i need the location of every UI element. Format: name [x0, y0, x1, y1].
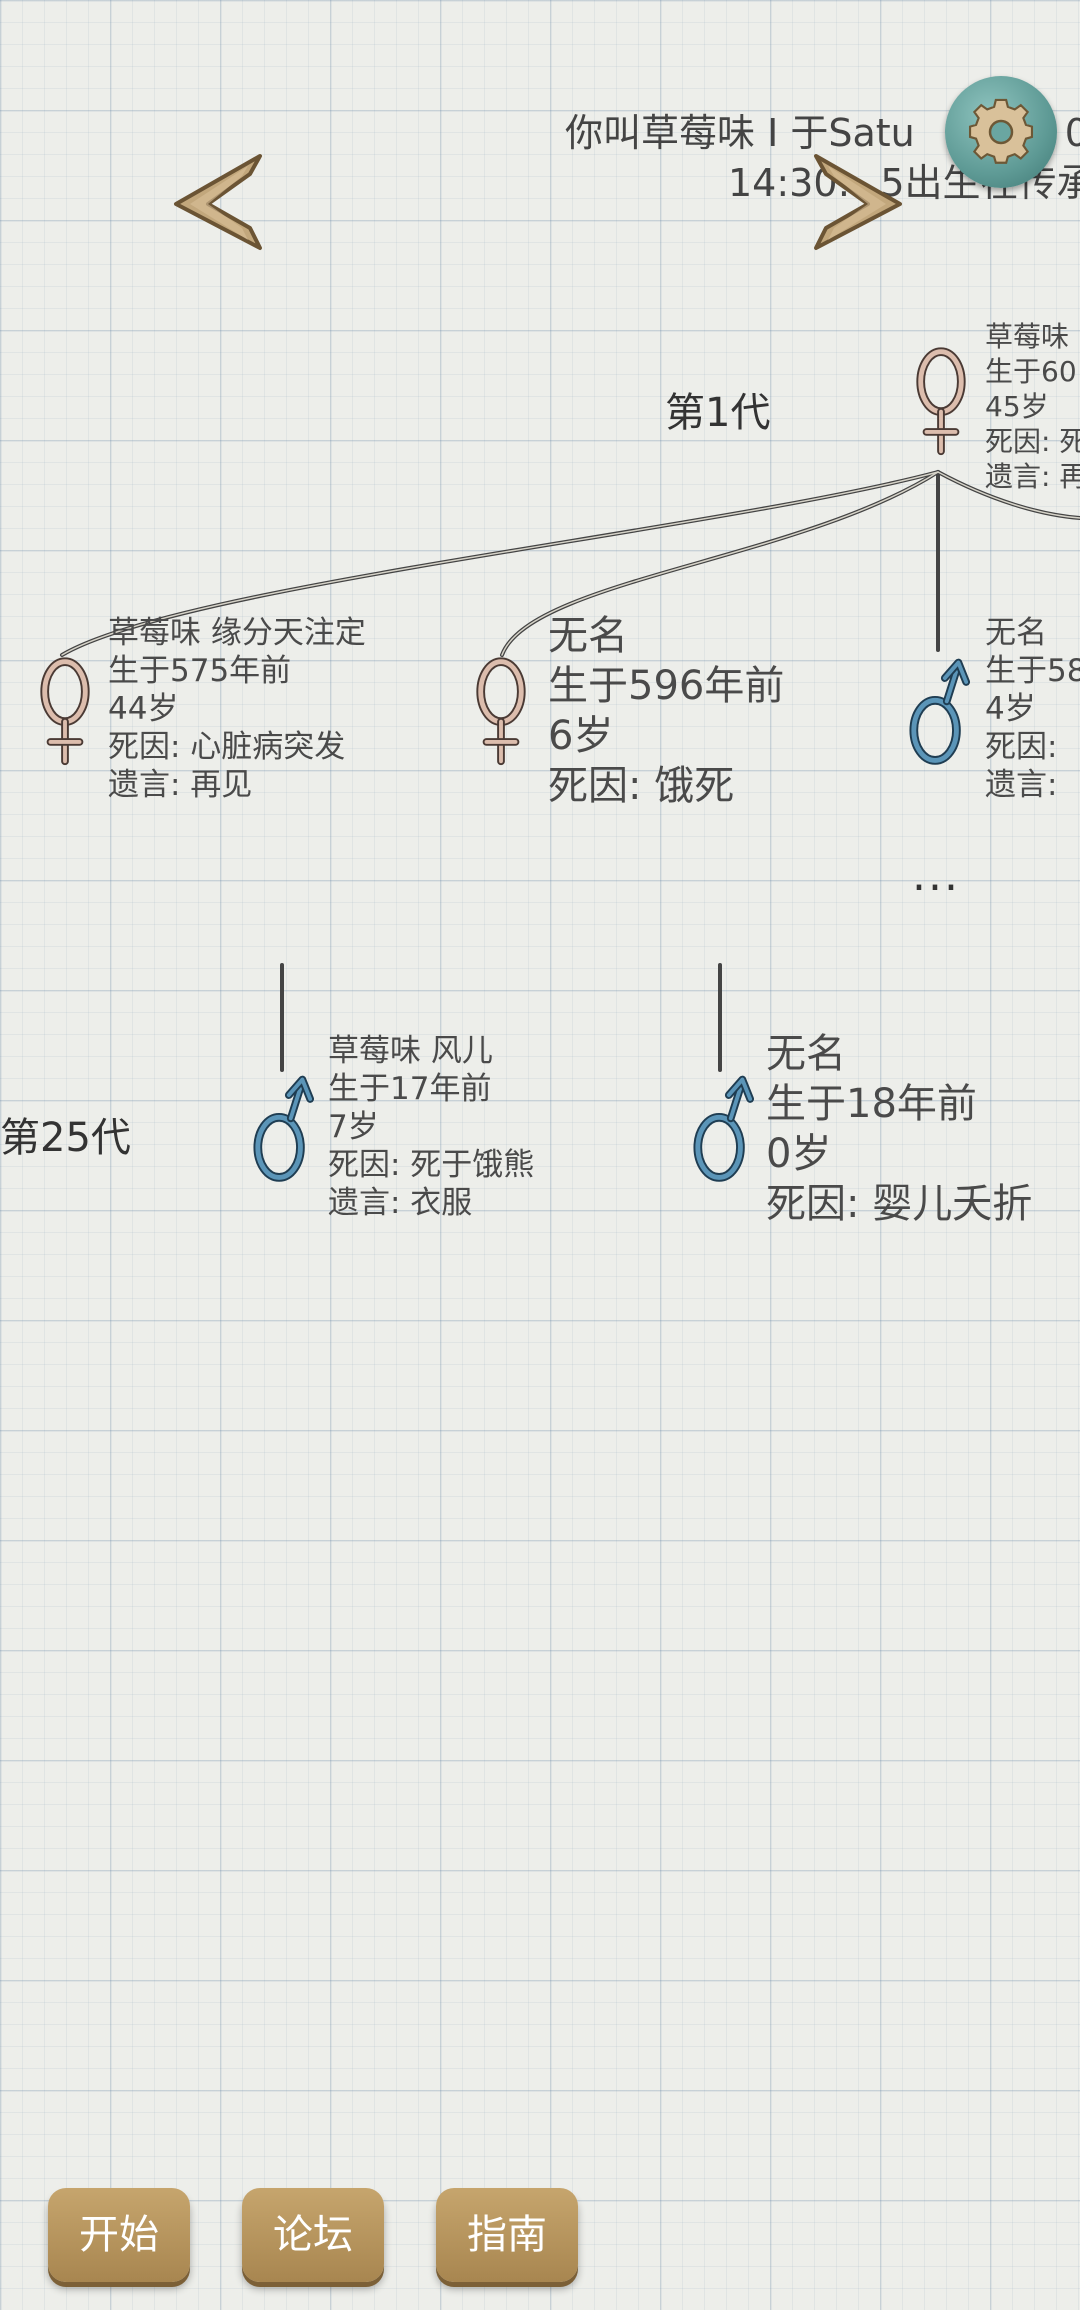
more-generations-indicator: ... — [912, 850, 960, 901]
member-last-words: 遗言: 再见 — [108, 767, 253, 803]
member-info: 无名 生于58 4岁 死因: 遗言: — [985, 615, 1080, 805]
guide-button[interactable]: 指南 — [436, 2188, 578, 2282]
next-generation-button[interactable] — [808, 152, 908, 252]
member-name: 无名 — [985, 615, 1047, 651]
member-last-words: 遗言: 衣服 — [328, 1185, 473, 1221]
member-info: 草莓味 缘分天注定 生于575年前 44岁 死因: 心脏病突发 遗言: 再见 — [108, 615, 366, 805]
member-last-words: 遗言: 再 — [985, 460, 1080, 493]
female-symbol-icon — [472, 655, 530, 767]
member-name: 无名 — [766, 1031, 846, 1077]
member-death-cause: 死因: 死 — [985, 425, 1080, 458]
member-birth: 生于17年前 — [328, 1071, 492, 1107]
generation-label: 第25代 — [0, 1115, 131, 1161]
member-birth: 生于596年前 — [548, 663, 785, 709]
member-birth: 生于18年前 — [766, 1081, 977, 1127]
male-symbol-icon — [908, 655, 970, 767]
member-age: 6岁 — [548, 713, 614, 759]
member-birth: 生于58 — [985, 653, 1080, 689]
member-name: 无名 — [548, 613, 628, 659]
female-symbol-icon — [36, 655, 94, 767]
settings-button[interactable] — [945, 76, 1057, 188]
member-name: 草莓味 风儿 — [328, 1033, 493, 1069]
male-symbol-icon — [692, 1072, 754, 1184]
root-member-info: 草莓味 生于60 45岁 死因: 死 遗言: 再 — [985, 320, 1080, 495]
member-age: 44岁 — [108, 691, 179, 727]
male-symbol-icon — [252, 1072, 314, 1184]
member-info: 无名 生于596年前 6岁 死因: 饿死 — [548, 612, 784, 812]
member-info: 无名 生于18年前 0岁 死因: 婴儿夭折 — [766, 1030, 1032, 1230]
member-info: 草莓味 风儿 生于17年前 7岁 死因: 死于饿熊 遗言: 衣服 — [328, 1033, 534, 1223]
member-death-cause: 死因: 死于饿熊 — [328, 1147, 535, 1183]
female-symbol-icon — [912, 345, 970, 457]
gear-icon — [968, 98, 1034, 164]
member-death-cause: 死因: 饿死 — [548, 763, 735, 809]
prev-generation-button[interactable] — [168, 152, 268, 252]
member-name: 草莓味 缘分天注定 — [108, 615, 366, 651]
member-death-cause: 死因: 心脏病突发 — [108, 729, 346, 765]
forum-button[interactable]: 论坛 — [242, 2188, 384, 2282]
member-name: 草莓味 — [985, 320, 1070, 353]
generation-label: 第1代 — [665, 390, 771, 436]
chevron-left-icon — [174, 154, 262, 250]
chevron-right-icon — [814, 154, 902, 250]
member-birth: 生于60 — [985, 355, 1077, 388]
member-age: 7岁 — [328, 1109, 379, 1145]
member-birth: 生于575年前 — [108, 653, 292, 689]
member-age: 45岁 — [985, 390, 1049, 423]
member-last-words: 遗言: — [985, 767, 1058, 803]
member-age: 4岁 — [985, 691, 1036, 727]
member-death-cause: 死因: 婴儿夭折 — [766, 1181, 1033, 1227]
member-death-cause: 死因: — [985, 729, 1058, 765]
member-age: 0岁 — [766, 1131, 832, 1177]
start-button[interactable]: 开始 — [48, 2188, 190, 2282]
